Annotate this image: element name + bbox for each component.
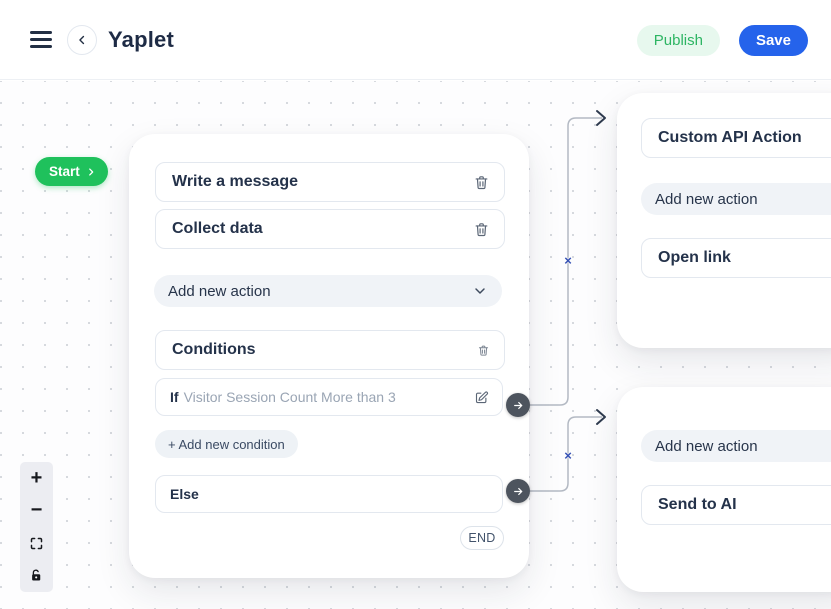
publish-button[interactable]: Publish	[636, 25, 720, 56]
page-title: Yaplet	[108, 27, 175, 52]
else-label: Else	[170, 486, 199, 502]
header-actions: Publish Save	[636, 25, 808, 56]
conditions-title: Conditions	[172, 341, 256, 358]
add-action-label: Add new action	[655, 437, 758, 455]
chevron-right-icon	[86, 167, 96, 177]
add-action-label: Add new action	[655, 190, 758, 208]
lock-toggle-button[interactable]	[20, 560, 53, 593]
action-label: Custom API Action	[658, 129, 802, 146]
trash-icon	[473, 221, 490, 238]
menu-icon[interactable]	[30, 31, 52, 49]
start-label: Start	[49, 164, 80, 179]
conditions-block[interactable]: Conditions	[155, 330, 505, 370]
condition-else-row[interactable]: Else	[155, 475, 503, 513]
trash-icon	[477, 344, 490, 357]
add-new-action-dropdown[interactable]: Add new action	[641, 430, 831, 462]
top-bar: Yaplet Publish Save	[0, 0, 831, 80]
action-row-send-to-ai[interactable]: Send to AI	[641, 485, 831, 525]
api-flow-node: Custom API Action Add new action Open li…	[617, 93, 831, 348]
back-button[interactable]	[67, 25, 97, 55]
start-node[interactable]: Start	[35, 157, 108, 186]
edge-delete-marker[interactable]: ×	[564, 253, 572, 268]
action-row-open-link[interactable]: Open link	[641, 238, 831, 278]
ai-flow-node: Add new action Send to AI	[617, 387, 831, 592]
else-output-port[interactable]	[506, 479, 530, 503]
add-new-condition-button[interactable]: + Add new condition	[155, 430, 298, 458]
zoom-in-button[interactable]: +	[20, 462, 53, 495]
edit-condition-button[interactable]	[474, 390, 489, 405]
fit-view-button[interactable]	[20, 527, 53, 560]
edit-icon	[474, 390, 489, 405]
save-button[interactable]: Save	[738, 25, 808, 56]
chevron-left-icon	[75, 33, 89, 47]
add-new-action-dropdown[interactable]: Add new action	[641, 183, 831, 215]
add-new-action-dropdown[interactable]: Add new action	[154, 275, 502, 307]
action-label: Write a message	[172, 173, 298, 190]
action-label: Send to AI	[658, 496, 737, 513]
zoom-out-button[interactable]: −	[20, 495, 53, 528]
fit-view-icon	[29, 536, 44, 551]
edge-delete-marker[interactable]: ×	[564, 448, 572, 463]
unlock-icon	[29, 568, 44, 583]
action-row-custom-api[interactable]: Custom API Action	[641, 118, 831, 158]
main-flow-node: Write a message Collect data Add new act…	[129, 134, 529, 578]
action-label: Open link	[658, 249, 731, 266]
action-row-write-message[interactable]: Write a message	[155, 162, 505, 202]
action-label: Collect data	[172, 220, 263, 237]
canvas-controls: + −	[20, 462, 53, 592]
delete-action-button[interactable]	[473, 221, 490, 238]
if-output-port[interactable]	[506, 393, 530, 417]
trash-icon	[473, 174, 490, 191]
if-condition-text: Visitor Session Count More than 3	[183, 389, 396, 405]
delete-action-button[interactable]	[473, 174, 490, 191]
if-label: If	[170, 389, 179, 405]
delete-conditions-button[interactable]	[477, 344, 490, 357]
arrow-right-icon	[512, 399, 525, 412]
end-badge: END	[460, 526, 504, 550]
arrow-right-icon	[512, 485, 525, 498]
add-action-label: Add new action	[168, 282, 271, 300]
condition-if-row[interactable]: If Visitor Session Count More than 3	[155, 378, 503, 416]
action-row-collect-data[interactable]: Collect data	[155, 209, 505, 249]
chevron-down-icon	[472, 283, 488, 299]
